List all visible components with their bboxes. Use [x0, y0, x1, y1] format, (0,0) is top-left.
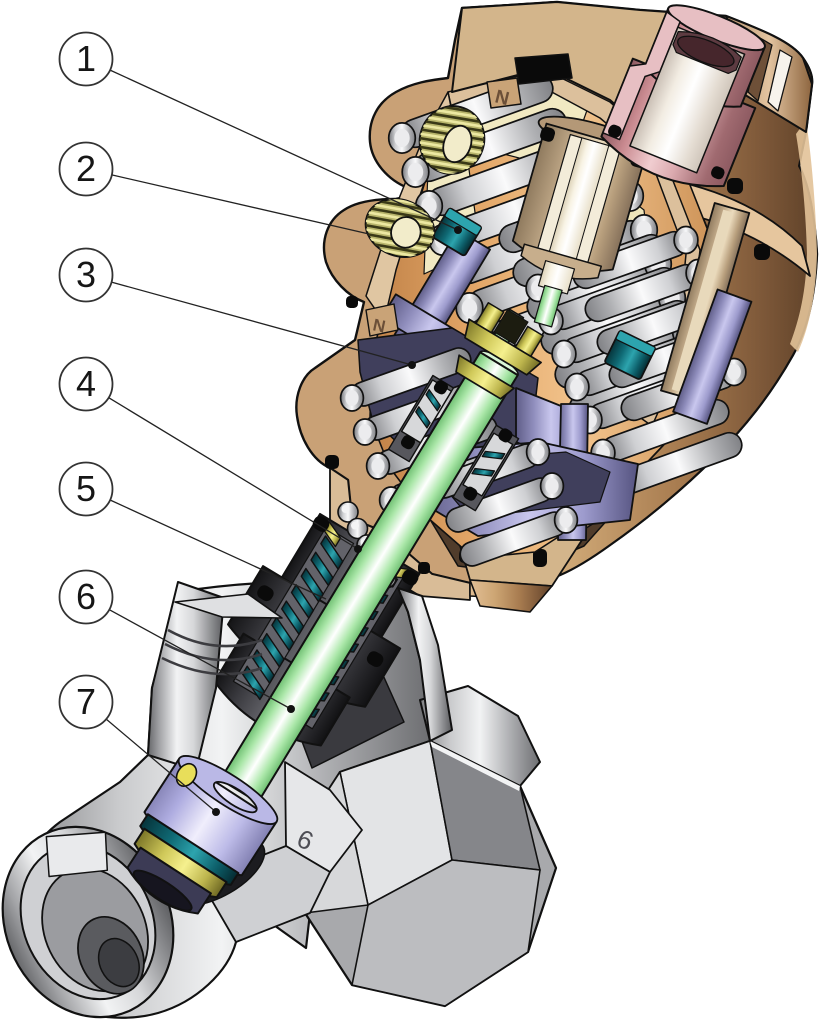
leader-dot-7	[212, 808, 220, 816]
valve-plug-top	[175, 755, 279, 825]
skirt-right2	[672, 288, 753, 425]
leader-dot-6	[287, 705, 295, 713]
callout-5: 5	[58, 461, 114, 517]
callout-1: 1	[58, 31, 114, 87]
leader-dot-3	[408, 361, 416, 369]
embossed-n-upper: N	[493, 86, 511, 110]
callout-label-4: 4	[76, 363, 96, 404]
callout-label-1: 1	[76, 38, 96, 79]
leader-line-2	[111, 174, 370, 235]
callout-7: 7	[58, 674, 114, 730]
callout-6: 6	[58, 569, 114, 625]
leader-line-3	[111, 281, 413, 366]
valve-plug	[126, 757, 278, 915]
manual-override-cap	[600, 4, 766, 188]
callout-label-6: 6	[76, 576, 96, 617]
stem-guide-tube	[511, 115, 656, 328]
body-neck	[147, 581, 453, 771]
callout-2: 2	[58, 141, 114, 197]
embossed-n-lower: N	[371, 315, 387, 336]
housing-top-details: NN	[365, 53, 573, 337]
stem-nut-stack	[455, 302, 544, 400]
leader-line-5	[109, 499, 327, 600]
leader-line-4	[108, 397, 359, 550]
callout-label-2: 2	[76, 148, 96, 189]
leader-line-1	[109, 69, 459, 231]
leader-line-6	[108, 609, 292, 710]
callout-3: 3	[58, 247, 114, 303]
leader-line-7	[105, 718, 217, 813]
guide-block-right	[604, 330, 656, 380]
callout-label-5: 5	[76, 468, 96, 509]
callout-label-3: 3	[76, 254, 96, 295]
callout-label-7: 7	[76, 681, 96, 722]
leader-dot-1	[454, 226, 462, 234]
callout-4: 4	[58, 356, 114, 412]
gland-blocks	[387, 374, 520, 512]
leader-dot-4	[354, 545, 362, 553]
